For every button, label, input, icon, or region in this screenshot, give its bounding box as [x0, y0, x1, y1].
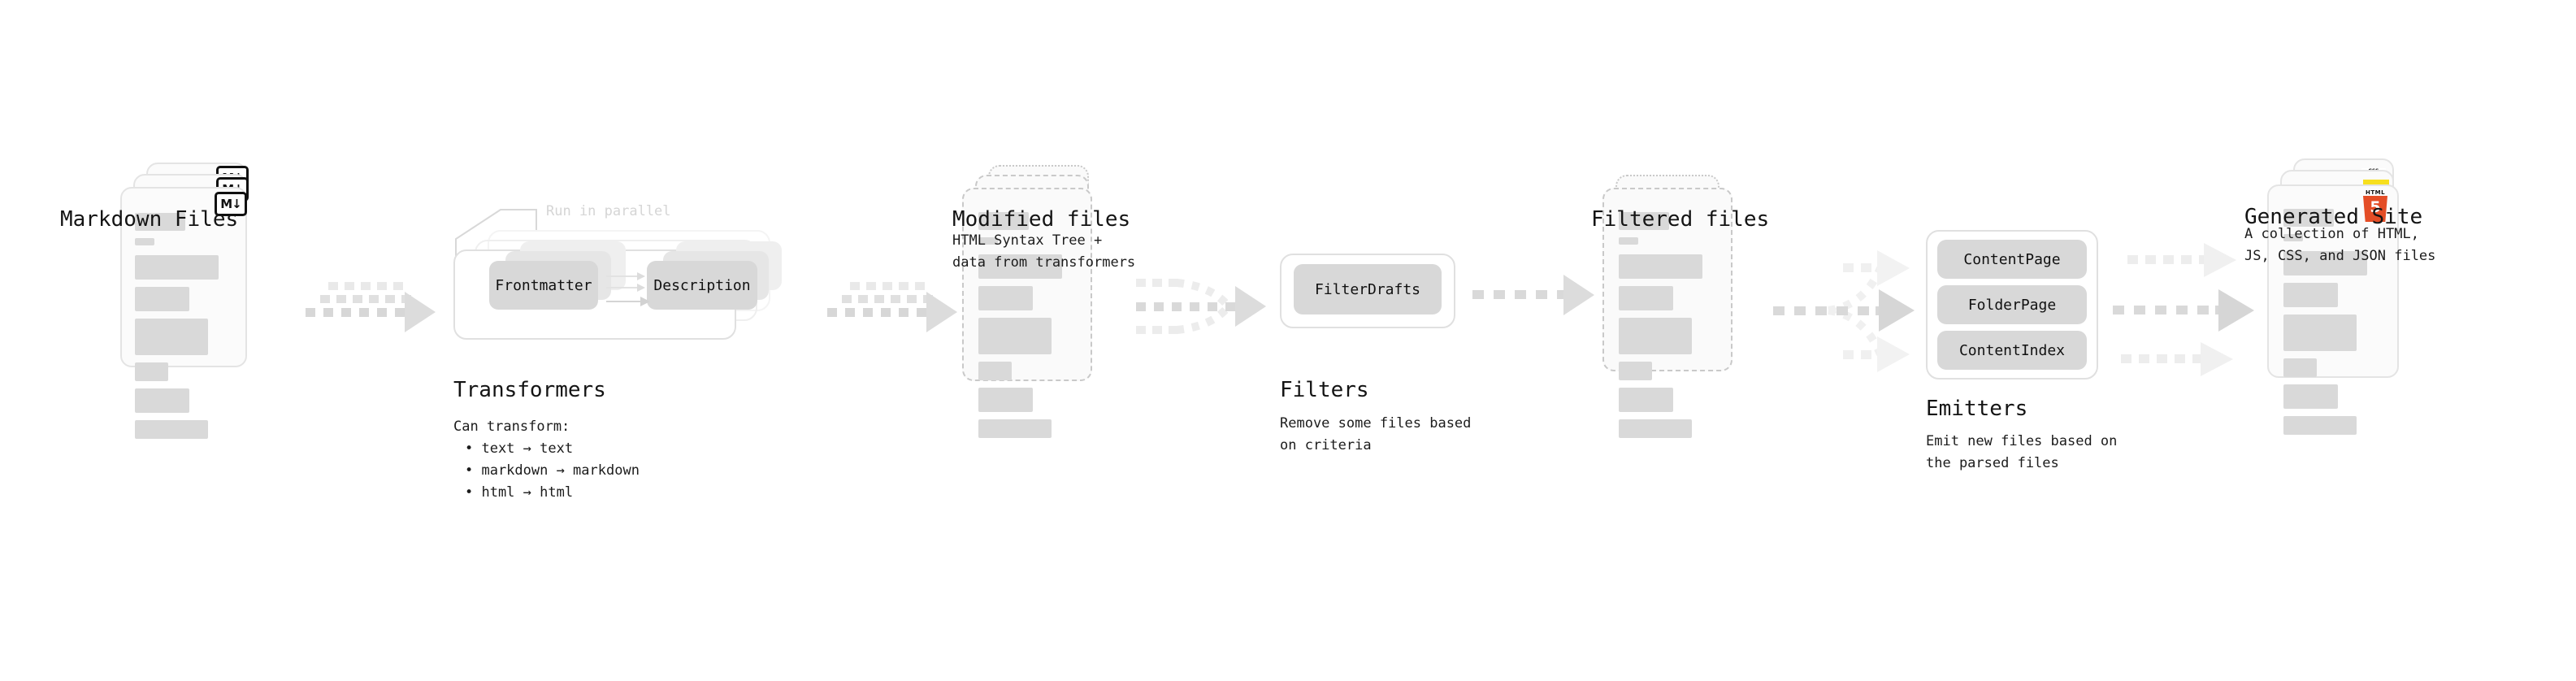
doc-placeholder-line: [2283, 314, 2357, 351]
emitters-desc-line2: the parsed files: [1926, 455, 2059, 471]
doc-placeholder-line: [2283, 283, 2338, 307]
contentpage-chip[interactable]: ContentPage: [1937, 240, 2087, 279]
doc-placeholder-line: [2283, 358, 2317, 377]
arrow-filters-to-filtered: [1472, 275, 1594, 315]
doc-placeholder-line: [135, 388, 189, 413]
doc-placeholder-line: [1619, 318, 1692, 354]
doc-placeholder-line: [135, 420, 208, 439]
arrow-emitters-to-site: [2113, 243, 2254, 376]
filtered-files-stack: [1602, 175, 1749, 438]
markdown-doc-content: [135, 213, 252, 446]
filtered-doc-content: [1619, 212, 1734, 445]
html5-badge-shield: 5: [2363, 196, 2387, 222]
transformers-title: Transformers: [453, 378, 606, 402]
filters-desc-line1: Remove some files based: [1280, 415, 1472, 432]
doc-placeholder-line: [978, 254, 1062, 279]
description-chip[interactable]: Description: [647, 261, 757, 310]
doc-placeholder-line: [2283, 234, 2303, 241]
modified-doc-content: [978, 212, 1094, 445]
emitters-desc-line1: Emit new files based on: [1926, 433, 2118, 449]
modified-files-desc-line1: HTML Syntax Tree +: [952, 232, 1103, 249]
doc-placeholder-line: [135, 287, 189, 311]
modified-files-stack: [962, 165, 1108, 438]
emitters-title: Emitters: [1926, 397, 2028, 421]
doc-placeholder-line: [978, 318, 1052, 354]
doc-placeholder-line: [978, 286, 1033, 310]
filters-title: Filters: [1280, 378, 1369, 402]
doc-placeholder-line: [2283, 384, 2338, 409]
doc-placeholder-line: [2283, 416, 2357, 435]
transformers-desc-item-2: • html → html: [465, 484, 574, 501]
doc-placeholder-line: [1619, 254, 1702, 279]
down-arrow-glyph: ↓: [232, 196, 242, 211]
generated-site-stack: CSS HTML 5: [2267, 158, 2430, 435]
contentindex-chip[interactable]: ContentIndex: [1937, 331, 2087, 370]
doc-placeholder-line: [135, 255, 219, 280]
arrow-markdown-to-transformers: [306, 282, 436, 332]
transformers-desc-item-0: • text → text: [465, 440, 574, 457]
run-in-parallel-label: Run in parallel: [546, 203, 671, 219]
doc-placeholder-line: [978, 237, 998, 245]
doc-placeholder-line: [978, 388, 1033, 412]
doc-placeholder-line: [1619, 388, 1673, 412]
markdown-files-stack: M↓ M↓ M↓: [120, 163, 267, 439]
filters-desc-line2: on criteria: [1280, 437, 1372, 453]
doc-placeholder-line: [978, 212, 1029, 230]
arrow-filtered-to-emitters: [1773, 250, 1915, 372]
html5-badge-label: HTML: [2365, 189, 2386, 196]
doc-placeholder-line: [1619, 237, 1638, 245]
doc-placeholder-line: [135, 213, 185, 231]
markdown-badge-front: M↓: [215, 192, 247, 216]
modified-files-desc-line2: data from transformers: [952, 254, 1136, 271]
modified-files-title: Modified files: [952, 207, 1131, 232]
doc-placeholder-line: [1619, 212, 1669, 230]
transformers-desc-intro: Can transform:: [453, 419, 570, 435]
frontmatter-to-description-arrows: [606, 272, 650, 306]
doc-placeholder-line: [978, 419, 1052, 438]
filtered-files-title: Filtered files: [1591, 207, 1770, 232]
generated-site-desc-line2: JS, CSS, and JSON files: [2244, 248, 2436, 264]
doc-placeholder-line: [135, 362, 168, 381]
folderpage-chip[interactable]: FolderPage: [1937, 285, 2087, 324]
transformers-desc-item-1: • markdown → markdown: [465, 462, 640, 479]
doc-placeholder-line: [2283, 251, 2367, 275]
doc-placeholder-line: [1619, 286, 1673, 310]
arrow-transformers-to-modified: [827, 282, 957, 332]
doc-placeholder-line: [1619, 419, 1692, 438]
doc-placeholder-line: [2283, 209, 2334, 227]
doc-placeholder-line: [135, 238, 154, 245]
doc-placeholder-line: [978, 362, 1012, 380]
site-doc-content: [2283, 209, 2415, 442]
doc-placeholder-line: [135, 319, 208, 355]
run-in-parallel-bracket: [455, 209, 537, 262]
arrow-modified-to-filters: [1136, 279, 1266, 334]
filterdrafts-chip[interactable]: FilterDrafts: [1294, 264, 1442, 314]
transformers-group: x x Frontmatter x x Description: [453, 230, 782, 340]
markdown-files-title: Markdown Files: [60, 207, 239, 232]
generated-site-title: Generated Site: [2244, 205, 2423, 229]
frontmatter-chip[interactable]: Frontmatter: [489, 261, 598, 310]
generated-site-desc-line1: A collection of HTML,: [2244, 226, 2419, 242]
html5-badge: HTML 5: [2361, 189, 2389, 222]
doc-placeholder-line: [1619, 362, 1652, 380]
